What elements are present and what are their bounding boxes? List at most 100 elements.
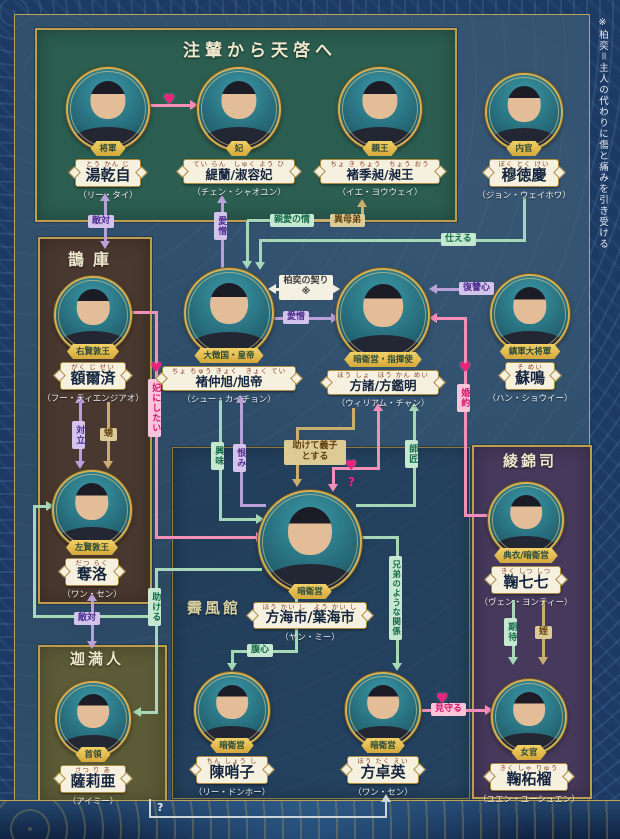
arrowhead-icon [242, 261, 252, 269]
portrait-avatar [345, 672, 421, 748]
portrait-avatar [52, 470, 132, 550]
portrait-avatar [197, 67, 281, 151]
portrait-avatar [491, 679, 567, 755]
face-silhouette [507, 86, 541, 122]
role-badge: 暗衛営 [288, 584, 332, 599]
line-serve-v2 [259, 239, 262, 263]
line-adopt-h [297, 427, 355, 430]
name-furigana: とう かん じ [86, 160, 130, 168]
actor-name: （リー・タイ） [78, 190, 138, 201]
face-silhouette [210, 282, 248, 325]
face-silhouette [77, 693, 109, 729]
relation-label: 妃にしたい [148, 379, 162, 437]
character-card-chenshaozi: 暗衛営 ちん しょう し陳哨子 （リー・ドンホー） [167, 672, 297, 798]
relation-label: 復讐心 [459, 282, 495, 296]
group-title-queku: 鵲庫 [67, 250, 118, 269]
face-silhouette [76, 289, 110, 325]
portrait-avatar [338, 67, 422, 151]
relation-label: 愛憎 [214, 212, 228, 240]
line-unknown-v1 [149, 799, 151, 818]
arrowhead-icon [331, 313, 339, 323]
character-name: 褚仲旭/旭帝 [195, 374, 263, 390]
line-engagement-h2 [464, 514, 490, 517]
role-badge: 暗衛営 [210, 738, 254, 753]
character-card-juqiqi: 典衣/暗衛営 きく しつ しつ鞠七七 （ヴェン・ヨンティー） [468, 482, 584, 608]
actor-name: （ワン・セン） [62, 589, 122, 600]
face-silhouette [367, 684, 399, 720]
heart-icon: ♥ [459, 360, 472, 376]
group-title-kamanjin: 迦満人 [69, 650, 124, 668]
line-engagement-h1 [437, 317, 467, 320]
arrowhead-icon [357, 199, 367, 207]
line-consort-h1 [130, 311, 158, 314]
face-silhouette [363, 283, 403, 327]
relation-label: 助けて義子とする [284, 440, 346, 465]
line-consort-h2 [155, 536, 257, 539]
portrait-avatar [336, 268, 430, 362]
line-serve-v1 [523, 198, 526, 242]
line-grudge-h [240, 504, 266, 507]
character-card-chujichang: 親王 ちょ き ちょう ちょう おう褚季昶/昶王 （イエ・ヨウウェイ） [310, 67, 450, 198]
line-interest-h [219, 518, 257, 521]
name-plate: さつ り あ薩莉亜 [60, 765, 126, 793]
actor-name: （ワン・セン） [353, 787, 413, 798]
arrowhead-icon [75, 461, 85, 469]
relation-label: 敵対 [74, 612, 101, 626]
arrowhead-icon [409, 403, 419, 411]
name-plate: ほう しょ ほう かん めい方諸/方鑑明 [327, 370, 439, 396]
face-silhouette [216, 684, 248, 720]
role-badge: 大徴国・皇帝 [194, 348, 263, 363]
arrowhead-icon [485, 705, 493, 715]
relation-label: 助ける [148, 588, 162, 626]
line-help-v2 [33, 505, 36, 617]
name-furigana: きく しゃ りゅう [499, 764, 559, 772]
line-serve-h [259, 239, 524, 242]
character-name: 鞠柘榴 [506, 770, 552, 789]
arrowhead-icon [227, 663, 237, 671]
character-card-chuzhongxu: 大徴国・皇帝 ちょ ちゅう きょく きょく てい褚仲旭/旭帝 （シュー・カイチョ… [161, 268, 297, 405]
face-silhouette [362, 81, 398, 120]
actor-name: （ヤン・ミー） [280, 632, 340, 643]
character-card-fangzhu: 暗衛営・指揮使 ほう しょ ほう かん めい方諸/方鑑明 （ウィリアム・チャン） [308, 268, 458, 409]
role-badge: 首領 [75, 747, 110, 762]
character-card-juzheliu: 女官 きく しゃ りゅう鞠柘榴 （ユエン・ユーシュエン） [469, 679, 589, 805]
group-title-seifukan: 霽風館 [186, 599, 241, 617]
line-love-tang-tilan [150, 104, 192, 107]
arrowhead-icon [255, 262, 265, 270]
actor-name: （ジョン・ウェイホワ） [477, 190, 571, 201]
face-silhouette [513, 287, 547, 324]
name-furigana: ちょ き ちょう ちょう おう [330, 160, 430, 168]
arrowhead-icon [429, 313, 437, 323]
line-confidant-v2 [231, 650, 234, 664]
line-help-h4 [33, 505, 47, 508]
actor-name: （イエ・ヨウウェイ） [337, 188, 423, 199]
name-plate: てい らん しゅく よう ひ緹蘭/淑容妃 [183, 159, 295, 185]
arrowhead-icon [236, 395, 246, 403]
name-plate: ほう かい し よう かい し方海市/葉海市 [252, 602, 368, 629]
portrait-avatar [55, 681, 131, 757]
line-help-h2 [141, 711, 158, 714]
relation-label: 期待 [504, 618, 518, 646]
face-silhouette [90, 81, 126, 120]
arrowhead-icon [100, 193, 110, 201]
name-furigana: ぼく とく けい [498, 160, 550, 168]
portrait-avatar [490, 274, 570, 354]
actor-name: （リー・ドンホー） [193, 787, 271, 798]
character-name: 湯乾自 [85, 166, 131, 185]
name-plate: がく じ せい額爾済 [60, 362, 126, 390]
line-affection-v [246, 221, 249, 262]
face-silhouette [75, 483, 109, 520]
character-card-tilan: 妃 てい らん しゅく よう ひ緹蘭/淑容妃 （チェン・シャオユン） [169, 67, 309, 198]
face-silhouette [288, 507, 332, 555]
group-title-ryokinshi: 綾錦司 [502, 452, 557, 470]
role-badge: 典衣/暗衛営 [494, 548, 558, 563]
role-badge: 女官 [511, 745, 546, 760]
arrowhead-icon [292, 479, 302, 487]
role-badge: 内官 [506, 141, 541, 156]
relation-label: 腹心 [247, 644, 274, 658]
name-plate: ちょ ちゅう きょく きょく てい褚仲旭/旭帝 [161, 366, 297, 392]
name-furigana: さつ り あ [74, 766, 112, 774]
face-silhouette [513, 691, 545, 727]
actor-name: （ヴェン・ヨンティー） [479, 597, 573, 608]
